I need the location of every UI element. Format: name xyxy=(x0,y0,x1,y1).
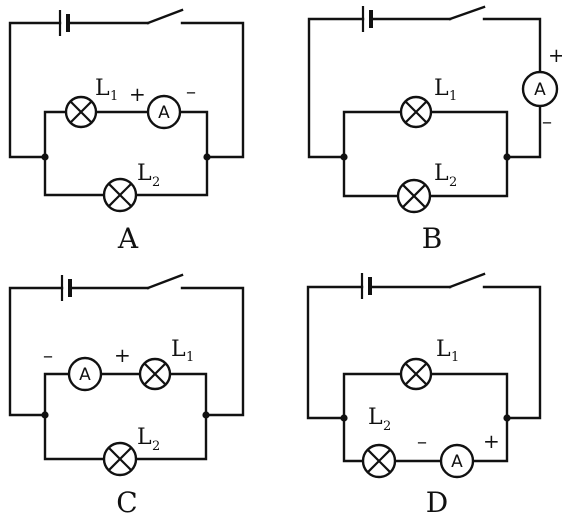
switch-symbol xyxy=(146,273,184,290)
ammeter-minus-terminal: – xyxy=(43,343,53,367)
wire xyxy=(306,285,542,420)
ammeter-minus-terminal: – xyxy=(186,79,196,103)
lamp-l2 xyxy=(102,177,138,213)
ammeter-letter: A xyxy=(534,80,546,100)
lamp-l1 xyxy=(138,357,172,391)
lamp-label-letter: L xyxy=(95,76,110,101)
circuit-caption: C xyxy=(116,486,137,519)
lamp-l2 xyxy=(102,441,138,477)
ammeter: A xyxy=(146,94,182,130)
wire xyxy=(342,372,509,420)
switch-symbol xyxy=(146,8,184,25)
lamp-l2 xyxy=(361,443,397,479)
lamp-l1 xyxy=(399,95,433,129)
lamp-label-letter: L xyxy=(436,337,451,362)
lamp-l2 xyxy=(396,178,432,214)
lamp-label-letter: L xyxy=(137,161,152,186)
junction-dot xyxy=(340,414,348,422)
lamp-label-letter: L xyxy=(434,76,449,101)
ammeter-plus-terminal: + xyxy=(548,43,562,67)
circuit-caption: B xyxy=(422,222,443,255)
wire xyxy=(43,110,209,159)
lamp-label-letter: L xyxy=(171,337,186,362)
lamp-label-index: 1 xyxy=(451,350,459,365)
switch-symbol xyxy=(448,5,486,21)
circuit-caption: A xyxy=(117,222,139,255)
ammeter: A xyxy=(521,70,559,108)
circuit-a: L 1 A + – L 2 A xyxy=(8,8,245,255)
ammeter: A xyxy=(67,356,103,392)
lamp-label-index: 2 xyxy=(449,175,457,190)
circuit-caption: D xyxy=(426,486,448,519)
lamp-label-index: 1 xyxy=(110,89,118,104)
lamp-label-letter: L xyxy=(368,405,383,430)
junction-dot xyxy=(41,411,49,419)
ammeter-minus-terminal: – xyxy=(542,109,552,133)
wire xyxy=(43,372,208,417)
wire xyxy=(43,155,209,197)
wire xyxy=(8,21,245,159)
wire xyxy=(342,416,509,463)
ammeter: A xyxy=(439,443,475,479)
lamp-l1 xyxy=(64,95,98,129)
lamp-label-letter: L xyxy=(137,425,152,450)
switch-symbol xyxy=(448,272,486,289)
wire xyxy=(43,413,208,461)
wire xyxy=(8,286,245,417)
junction-dot xyxy=(503,414,511,422)
junction-dot xyxy=(340,153,348,161)
lamp-l1 xyxy=(399,357,433,391)
wire xyxy=(342,110,509,159)
lamp-label-index: 2 xyxy=(152,175,160,190)
lamp-label-index: 2 xyxy=(383,419,391,434)
ammeter-minus-terminal: – xyxy=(417,429,427,453)
lamp-label-letter: L xyxy=(434,161,449,186)
lamp-label-index: 1 xyxy=(186,350,194,365)
junction-dot xyxy=(203,153,211,161)
junction-dot xyxy=(202,411,210,419)
ammeter-letter: A xyxy=(451,452,463,472)
circuit-b: L 1 A + – L 2 B xyxy=(307,5,562,255)
lamp-label-index: 2 xyxy=(152,439,160,454)
ammeter-plus-terminal: + xyxy=(483,429,500,453)
junction-dot xyxy=(41,153,49,161)
wire xyxy=(307,17,542,159)
wire xyxy=(342,155,509,198)
lamp-label-index: 1 xyxy=(449,89,457,104)
junction-dot xyxy=(503,153,511,161)
circuit-c: A – + L 1 L 2 C xyxy=(8,273,245,519)
ammeter-plus-terminal: + xyxy=(114,343,131,367)
ammeter-letter: A xyxy=(158,103,170,123)
ammeter-plus-terminal: + xyxy=(129,82,146,106)
ammeter-letter: A xyxy=(79,365,91,385)
circuit-d: L 1 L 2 A – + D xyxy=(306,272,542,519)
